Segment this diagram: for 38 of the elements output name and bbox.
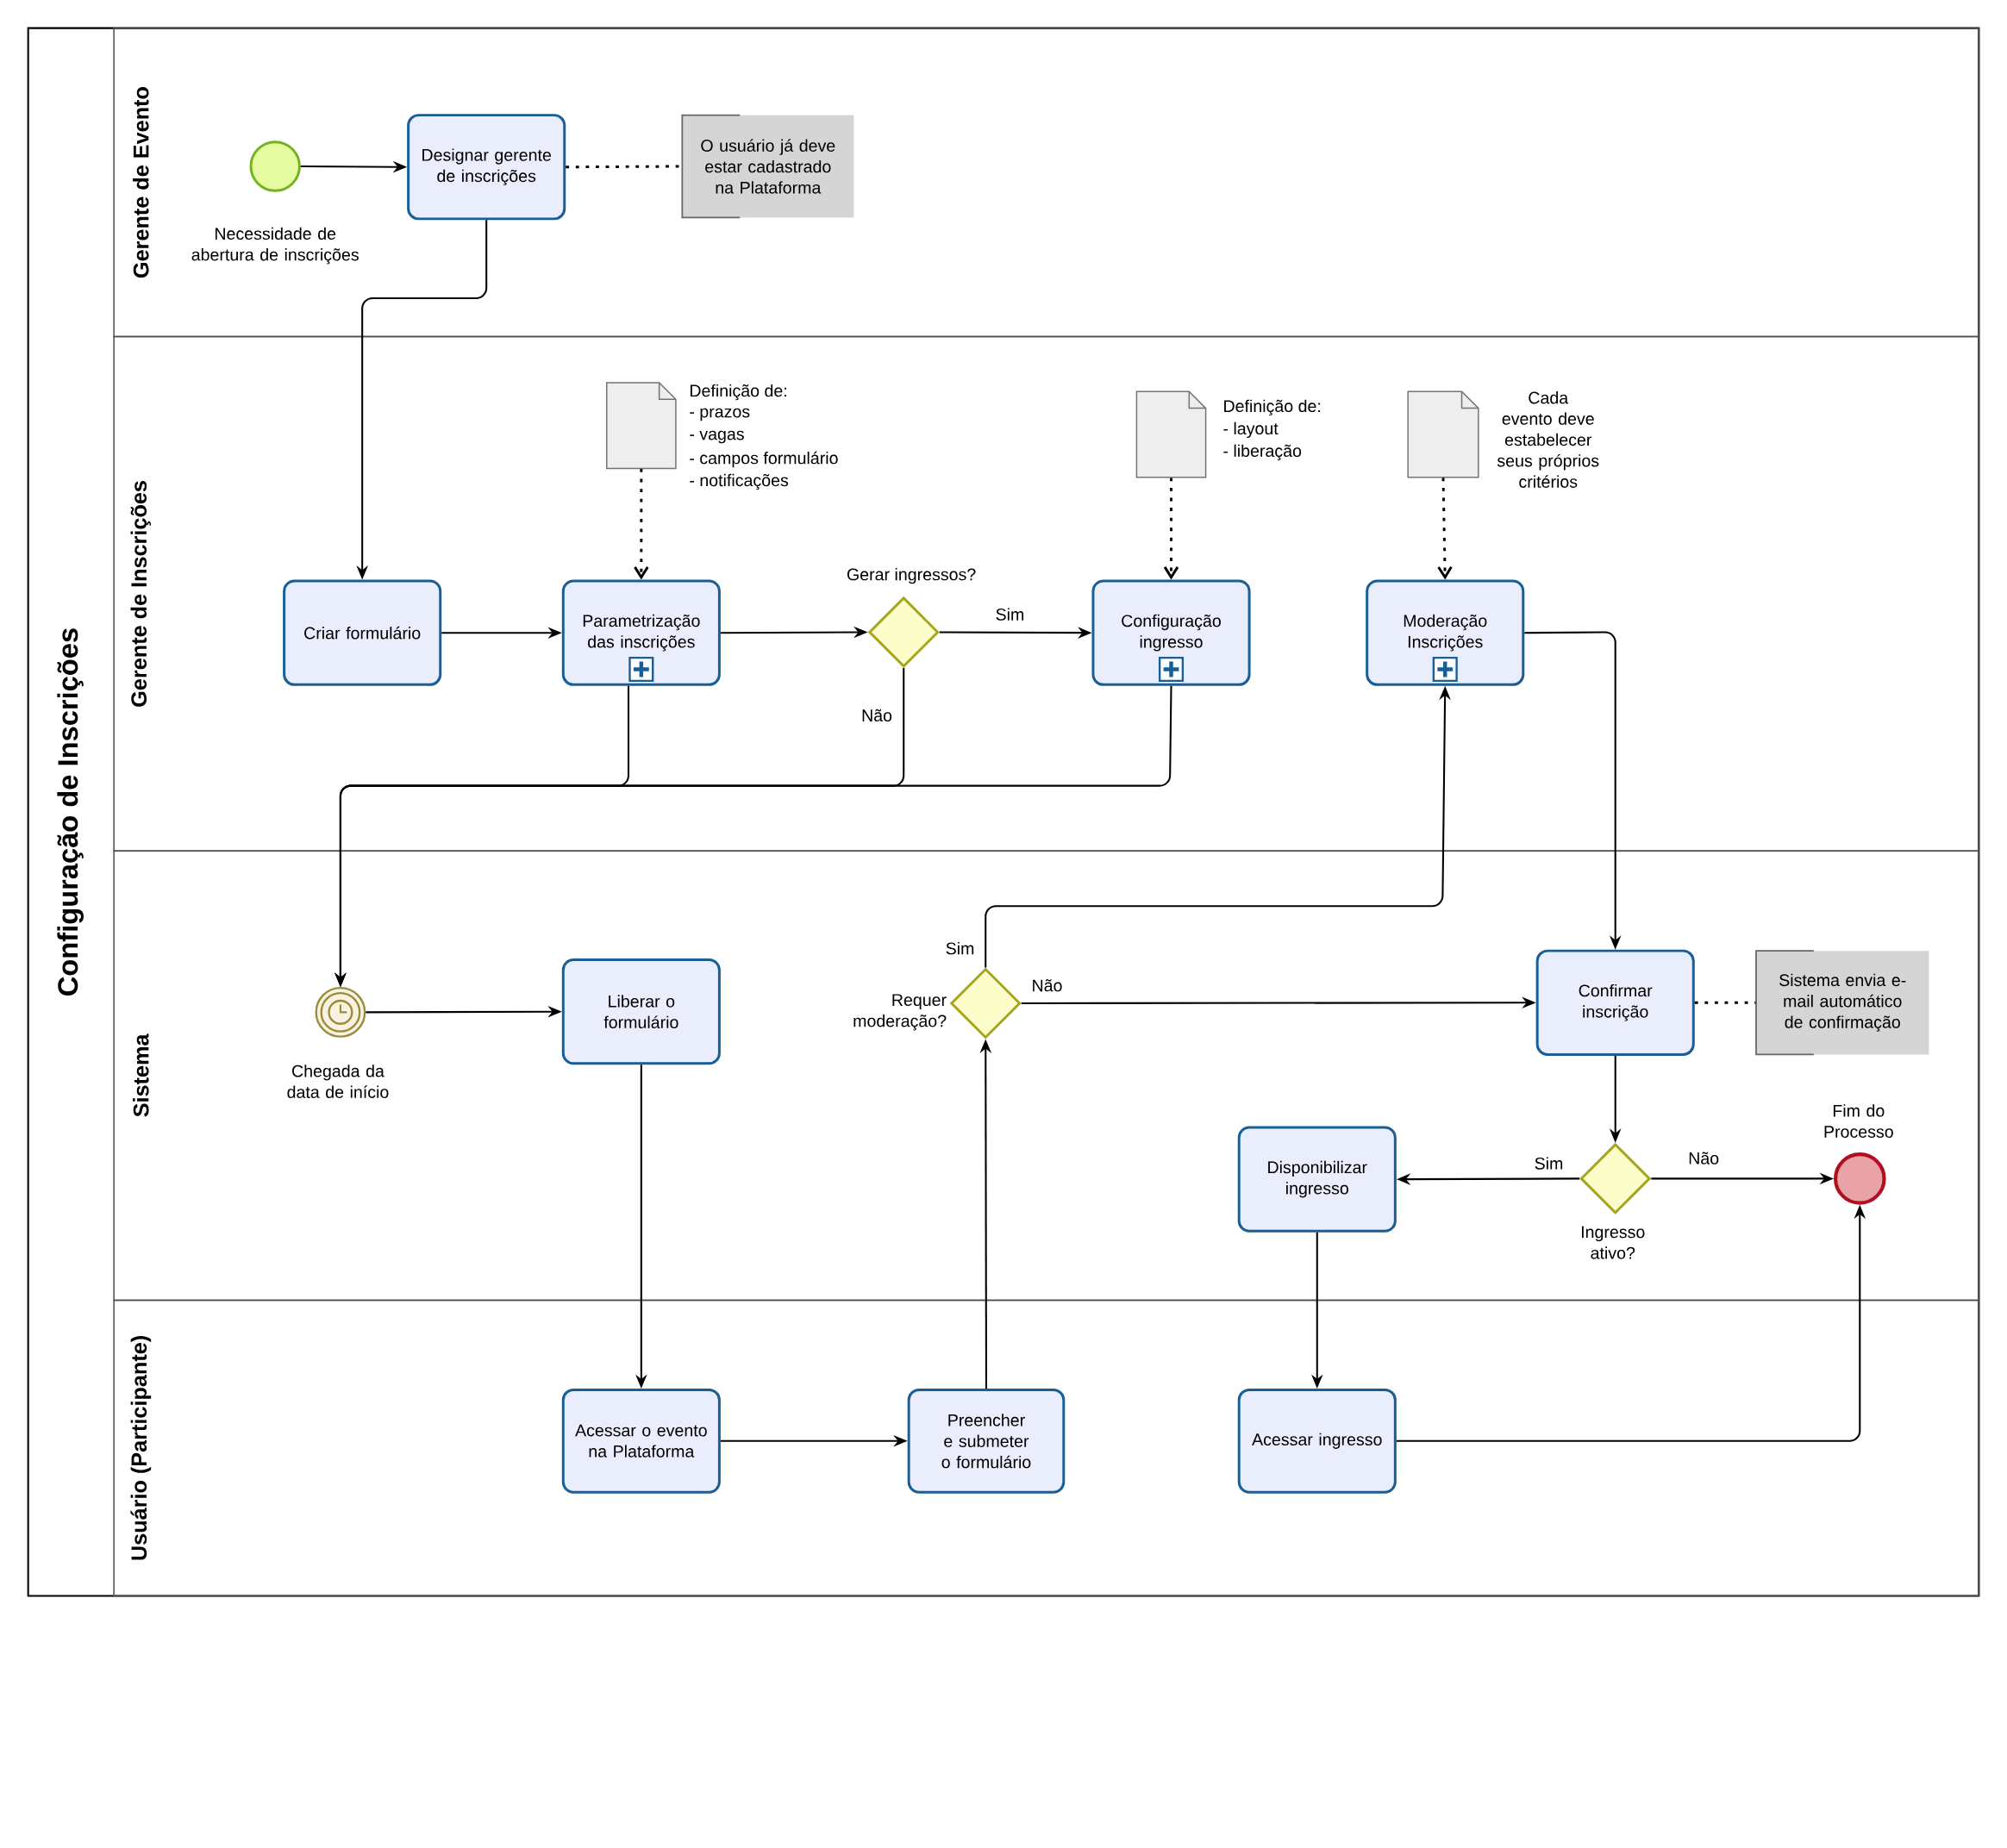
subprocess-box: Moderação Inscrições: [1366, 579, 1525, 686]
task-box: Acessar o evento na Plataforma: [561, 1388, 721, 1494]
task-box: Criar formulário: [283, 579, 442, 686]
edge-label: Sim: [942, 940, 978, 958]
node-caption: Requer moderação?: [853, 994, 947, 1031]
association-line: [1163, 478, 1179, 580]
node-caption: Chegada da data de início: [287, 1064, 389, 1098]
edge-label: Não: [1685, 1149, 1723, 1167]
node-caption: Gerar ingressos?: [847, 568, 976, 584]
task-box: Disponibilizar ingresso: [1237, 1126, 1397, 1233]
node-caption: - notificações: [690, 473, 789, 490]
edge-label: Não: [1029, 977, 1066, 995]
node-caption: Fim do Processo: [1824, 1104, 1893, 1138]
node-caption: Definição de:: [691, 384, 786, 401]
association-line: [1694, 1001, 1756, 1004]
task-box: Designar gerente de inscrições: [407, 114, 566, 221]
edge-label: Não: [859, 706, 895, 725]
subprocess-box: Configuração ingresso: [1091, 579, 1251, 686]
association-line: [634, 469, 649, 580]
task-box: Liberar o formulário: [561, 958, 721, 1065]
node-caption: Definição de:: [1224, 399, 1321, 416]
node-caption: Cada evento deve estabelecer seus próprios critérios: [1497, 391, 1599, 488]
subprocess-box: Parametrização das inscrições: [561, 579, 721, 686]
task-box: Confirmar inscrição: [1535, 949, 1695, 1056]
task-box: Acessar ingresso: [1237, 1388, 1397, 1494]
node-caption: - vagas: [690, 430, 744, 444]
text-annotation: Sistema envia e-mail automático de confirmação: [1755, 950, 1929, 1056]
node-caption: Necessidade de abertura de inscrições: [191, 227, 359, 265]
edge-label: Sim: [1531, 1154, 1566, 1172]
node-caption: - prazos: [690, 408, 750, 421]
node-caption: - campos formulário: [690, 451, 838, 468]
node-caption: Ingresso ativo?: [1581, 1226, 1645, 1259]
text-annotation: O usuário já deve estar cadastrado na Plataforma: [681, 114, 854, 219]
task-box: Preencher e submeter o formulário: [907, 1388, 1066, 1494]
node-caption: - layout: [1223, 421, 1279, 438]
node-caption: - liberação: [1223, 444, 1302, 461]
edge-label: Sim: [992, 605, 1028, 623]
association-line: [1437, 478, 1453, 580]
